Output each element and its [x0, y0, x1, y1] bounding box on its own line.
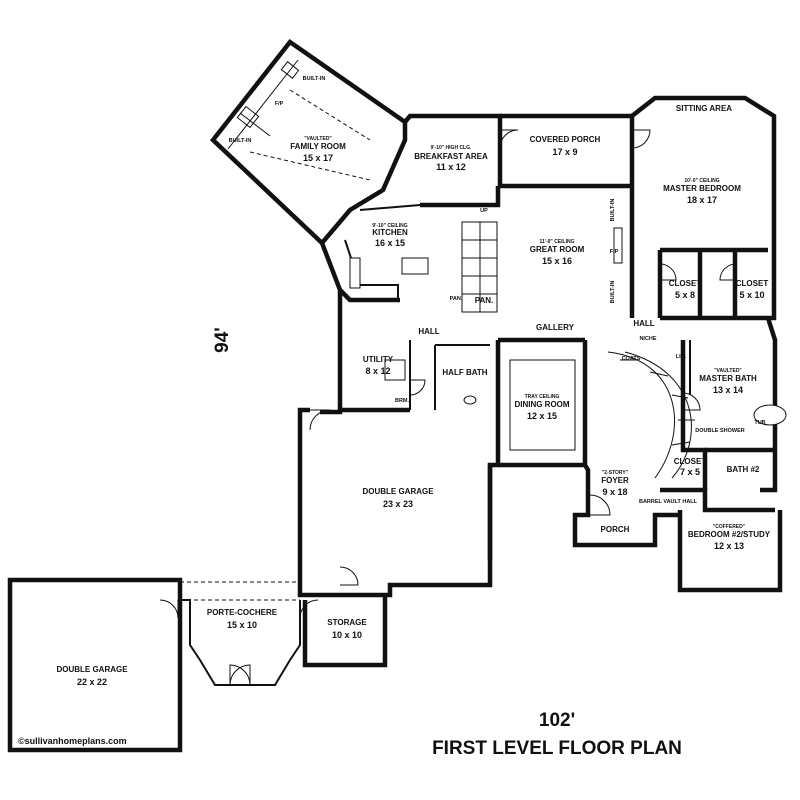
breakfast-note: 9'-10" HIGH CLG.: [431, 145, 472, 151]
closet-a-name: CLOSET: [669, 279, 702, 288]
sitting-area-name: SITTING AREA: [676, 104, 732, 113]
double-shower-label: DOUBLE SHOWER: [695, 428, 745, 434]
niche-label: NICHE: [639, 336, 656, 342]
storage-name: STORAGE: [327, 618, 367, 627]
garage-detached-name: DOUBLE GARAGE: [56, 665, 128, 674]
interior-details: [236, 105, 787, 479]
breakfast-size: 11 x 12: [436, 162, 466, 172]
closet-c-size: 7 x 5: [680, 467, 700, 477]
half-bath-name: HALF BATH: [442, 368, 487, 377]
kitchen-name: KITCHEN: [372, 228, 408, 237]
porte-cochere-size: 15 x 10: [227, 620, 257, 630]
closet-a-size: 5 x 8: [675, 290, 695, 300]
family-fireplace-label: F/P: [275, 101, 284, 107]
utility-size: 8 x 12: [365, 366, 390, 376]
kitchen-size: 16 x 15: [375, 238, 405, 248]
family-room-size: 15 x 17: [303, 153, 333, 163]
master-bath-size: 13 x 14: [713, 385, 743, 395]
minor-labels: HALL HALL GALLERY PAN. PAN. UP F/P F/P C…: [229, 76, 766, 534]
garage-main-name: DOUBLE GARAGE: [362, 487, 434, 496]
hall-right-label: HALL: [633, 319, 654, 328]
master-bedroom-size: 18 x 17: [687, 195, 717, 205]
breakfast-name: BREAKFAST AREA: [414, 152, 488, 161]
master-bedroom-name: MASTER BEDROOM: [663, 184, 741, 193]
great-room-note: 11'-0" CEILING: [540, 239, 575, 245]
stair-up-label: UP: [480, 208, 488, 214]
master-bath-name: MASTER BATH: [699, 374, 757, 383]
dining-room-note: TRAY CEILING: [525, 394, 560, 400]
study-note: "COFFERED": [713, 524, 746, 530]
master-bath-note: "VAULTED": [714, 368, 742, 374]
porch-label: PORCH: [601, 525, 630, 534]
hall-left-label: HALL: [418, 327, 439, 336]
garage-detached-size: 22 x 22: [77, 677, 107, 687]
pantry-label: PAN.: [475, 296, 494, 305]
covered-porch-name: COVERED PORCH: [530, 135, 601, 144]
built-in-label-4: BUILT-IN: [303, 76, 326, 82]
great-room-fireplace-label: F/P: [610, 249, 619, 255]
garage-main-size: 23 x 23: [383, 499, 413, 509]
broom-closet-label: BRM.: [395, 398, 410, 404]
dining-room-name: DINING ROOM: [514, 400, 569, 409]
coats-label: COATS: [622, 356, 641, 362]
pantry-small-label: PAN.: [450, 296, 463, 302]
closet-b-size: 5 x 10: [739, 290, 764, 300]
porte-cochere-name: PORTE-COCHERE: [207, 608, 278, 617]
credit-text: ©sullivanhomeplans.com: [18, 736, 127, 746]
foyer-size: 9 x 18: [602, 487, 627, 497]
kitchen-note: 9'-10" CEILING: [372, 223, 407, 229]
main-house-walls: [319, 95, 783, 593]
barrel-vault-hall-label: BARREL VAULT HALL: [639, 499, 698, 505]
study-name: BEDROOM #2/STUDY: [688, 530, 771, 539]
doors: [159, 129, 737, 686]
dining-room-size: 12 x 15: [527, 411, 557, 421]
foyer-note: "2-STORY": [602, 470, 629, 476]
garage-walls: [7, 407, 493, 753]
built-in-label-3: BUILT-IN: [229, 138, 252, 144]
study-size: 12 x 13: [714, 541, 744, 551]
plan-title: FIRST LEVEL FLOOR PLAN: [432, 738, 682, 759]
covered-porch-size: 17 x 9: [552, 147, 577, 157]
depth-dimension: 94': [212, 327, 233, 353]
family-room-name: FAMILY ROOM: [290, 142, 346, 151]
width-dimension: 102': [539, 710, 575, 731]
built-in-label-2: BUILT-IN: [610, 281, 616, 304]
master-bedroom-note: 10'-0" CEILING: [684, 178, 719, 184]
family-room-note: "VAULTED": [304, 136, 332, 142]
built-in-label-1: BUILT-IN: [610, 199, 616, 222]
closet-b-name: CLOSET: [736, 279, 769, 288]
gallery-label: GALLERY: [536, 323, 575, 332]
utility-name: UTILITY: [363, 355, 394, 364]
great-room-size: 15 x 16: [542, 256, 572, 266]
foyer-name: FOYER: [601, 476, 629, 485]
linen-label: LIN.: [676, 354, 687, 360]
closet-c-name: CLOSET: [674, 457, 707, 466]
great-room-name: GREAT ROOM: [530, 245, 585, 254]
family-room-walls: [209, 38, 408, 247]
room-labels: "VAULTED" FAMILY ROOM 15 x 17 9'-10" HIG…: [56, 104, 770, 687]
storage-size: 10 x 10: [332, 630, 362, 640]
bath2-name: BATH #2: [727, 465, 760, 474]
tub-label: TUB: [754, 420, 765, 426]
